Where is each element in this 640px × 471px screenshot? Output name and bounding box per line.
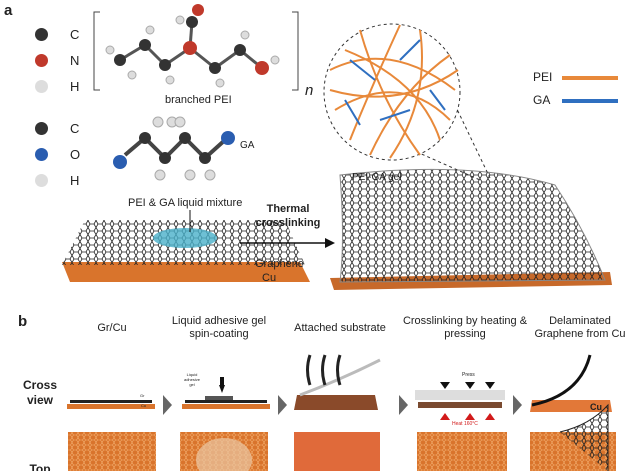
oxygen-atom-icon [35,148,48,161]
mixture-label: PEI & GA liquid mixture [128,197,243,209]
cu-label: Cu [262,272,277,284]
panel-a-label: a [4,2,13,19]
gr-annotation: Gr [140,393,145,398]
step-header-2: Liquid adhesive gel spin-coating [171,315,267,340]
gel-label: PEI-GA gel [352,172,402,183]
ga-legend-label: GA [533,93,551,107]
step-header-1: Gr/Cu [97,322,127,334]
repeat-index: n [305,82,314,99]
press-annotation: Press [462,372,475,378]
nitrogen-atom-icon [35,54,48,67]
carbon-atom-icon [35,28,48,41]
row-label-top-view: Top view [29,462,51,471]
panel-b-label: b [18,313,28,330]
liquid-annotation: Liquid adhesive gel [183,372,200,387]
legend-c: C [70,27,80,42]
cu-annotation-delaminated: Cu [590,402,602,412]
pei-ga-gel-sheet [339,168,606,283]
top-view-row [68,403,616,471]
hydrogen-atom-icon [35,174,48,187]
hydrogen-atom-icon [35,80,48,93]
ga-caption: GA [240,140,255,151]
cu-substrate [62,262,310,282]
process-label: Thermal crosslinking [255,203,321,229]
fiber-network [329,24,459,159]
legend-h: H [70,173,80,188]
pei-caption: branched PEI [165,94,232,106]
step-arrows [163,395,522,415]
step-header-4: Crosslinking by heating & pressing [402,315,528,340]
legend-c: C [70,121,80,136]
row-label-cross-view: Cross view [22,378,57,407]
pei-atoms [105,4,280,88]
heat-annotation: Heat 160°C [452,421,478,427]
legend-n: N [70,53,80,68]
graphene-label: Graphene [255,258,304,270]
step-header-5: Delaminated Graphene from Cu [534,315,626,340]
liquid-droplet [153,228,217,248]
bracket-left [93,11,100,91]
cross-view-row [67,354,612,420]
legend-o: O [70,147,81,162]
legend-h: H [70,79,80,94]
carbon-atom-icon [35,122,48,135]
ga-atoms [113,116,235,181]
step-header-3: Attached substrate [294,322,386,334]
cu-annotation: Cu [141,403,147,408]
bracket-right [292,11,299,91]
pei-legend-label: PEI [533,70,553,84]
